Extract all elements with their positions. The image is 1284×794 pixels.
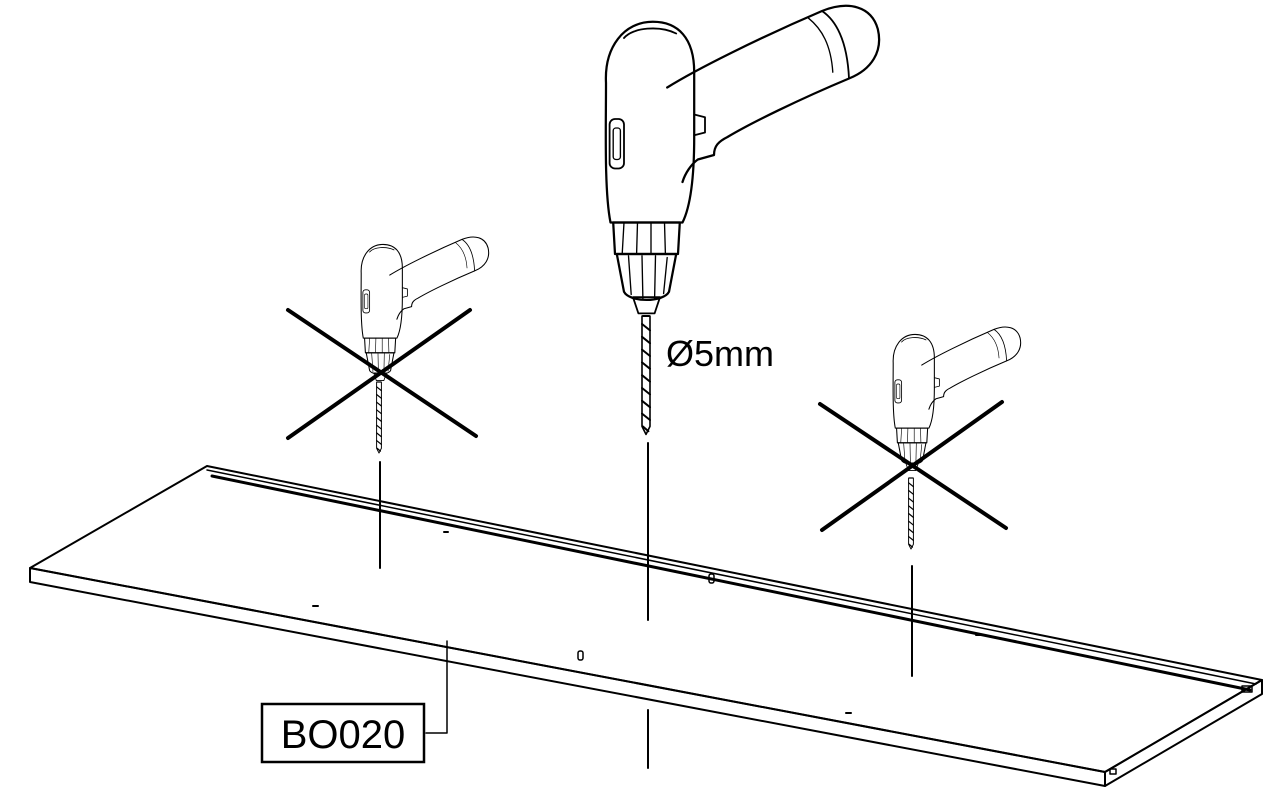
drill-icon	[892, 326, 1022, 472]
cross-out-mark	[286, 308, 478, 440]
drill-correct	[604, 4, 881, 769]
cross-out-mark	[818, 400, 1008, 532]
part-label-callout: BO020	[260, 640, 448, 764]
drill-wrong-right	[818, 326, 1022, 677]
hole-markers	[312, 531, 1253, 775]
board-panel	[29, 465, 1263, 787]
drill-bit-icon	[907, 477, 915, 550]
drill-bit-icon	[376, 381, 382, 454]
drill-wrong-left	[286, 236, 490, 569]
part-label: BO020	[281, 713, 406, 757]
drill-icon	[604, 4, 881, 315]
part-label-box	[260, 702, 426, 764]
drill-size-label: Ø5mm	[666, 333, 774, 374]
drill-bit-icon	[640, 314, 652, 436]
leader-line	[425, 640, 448, 734]
